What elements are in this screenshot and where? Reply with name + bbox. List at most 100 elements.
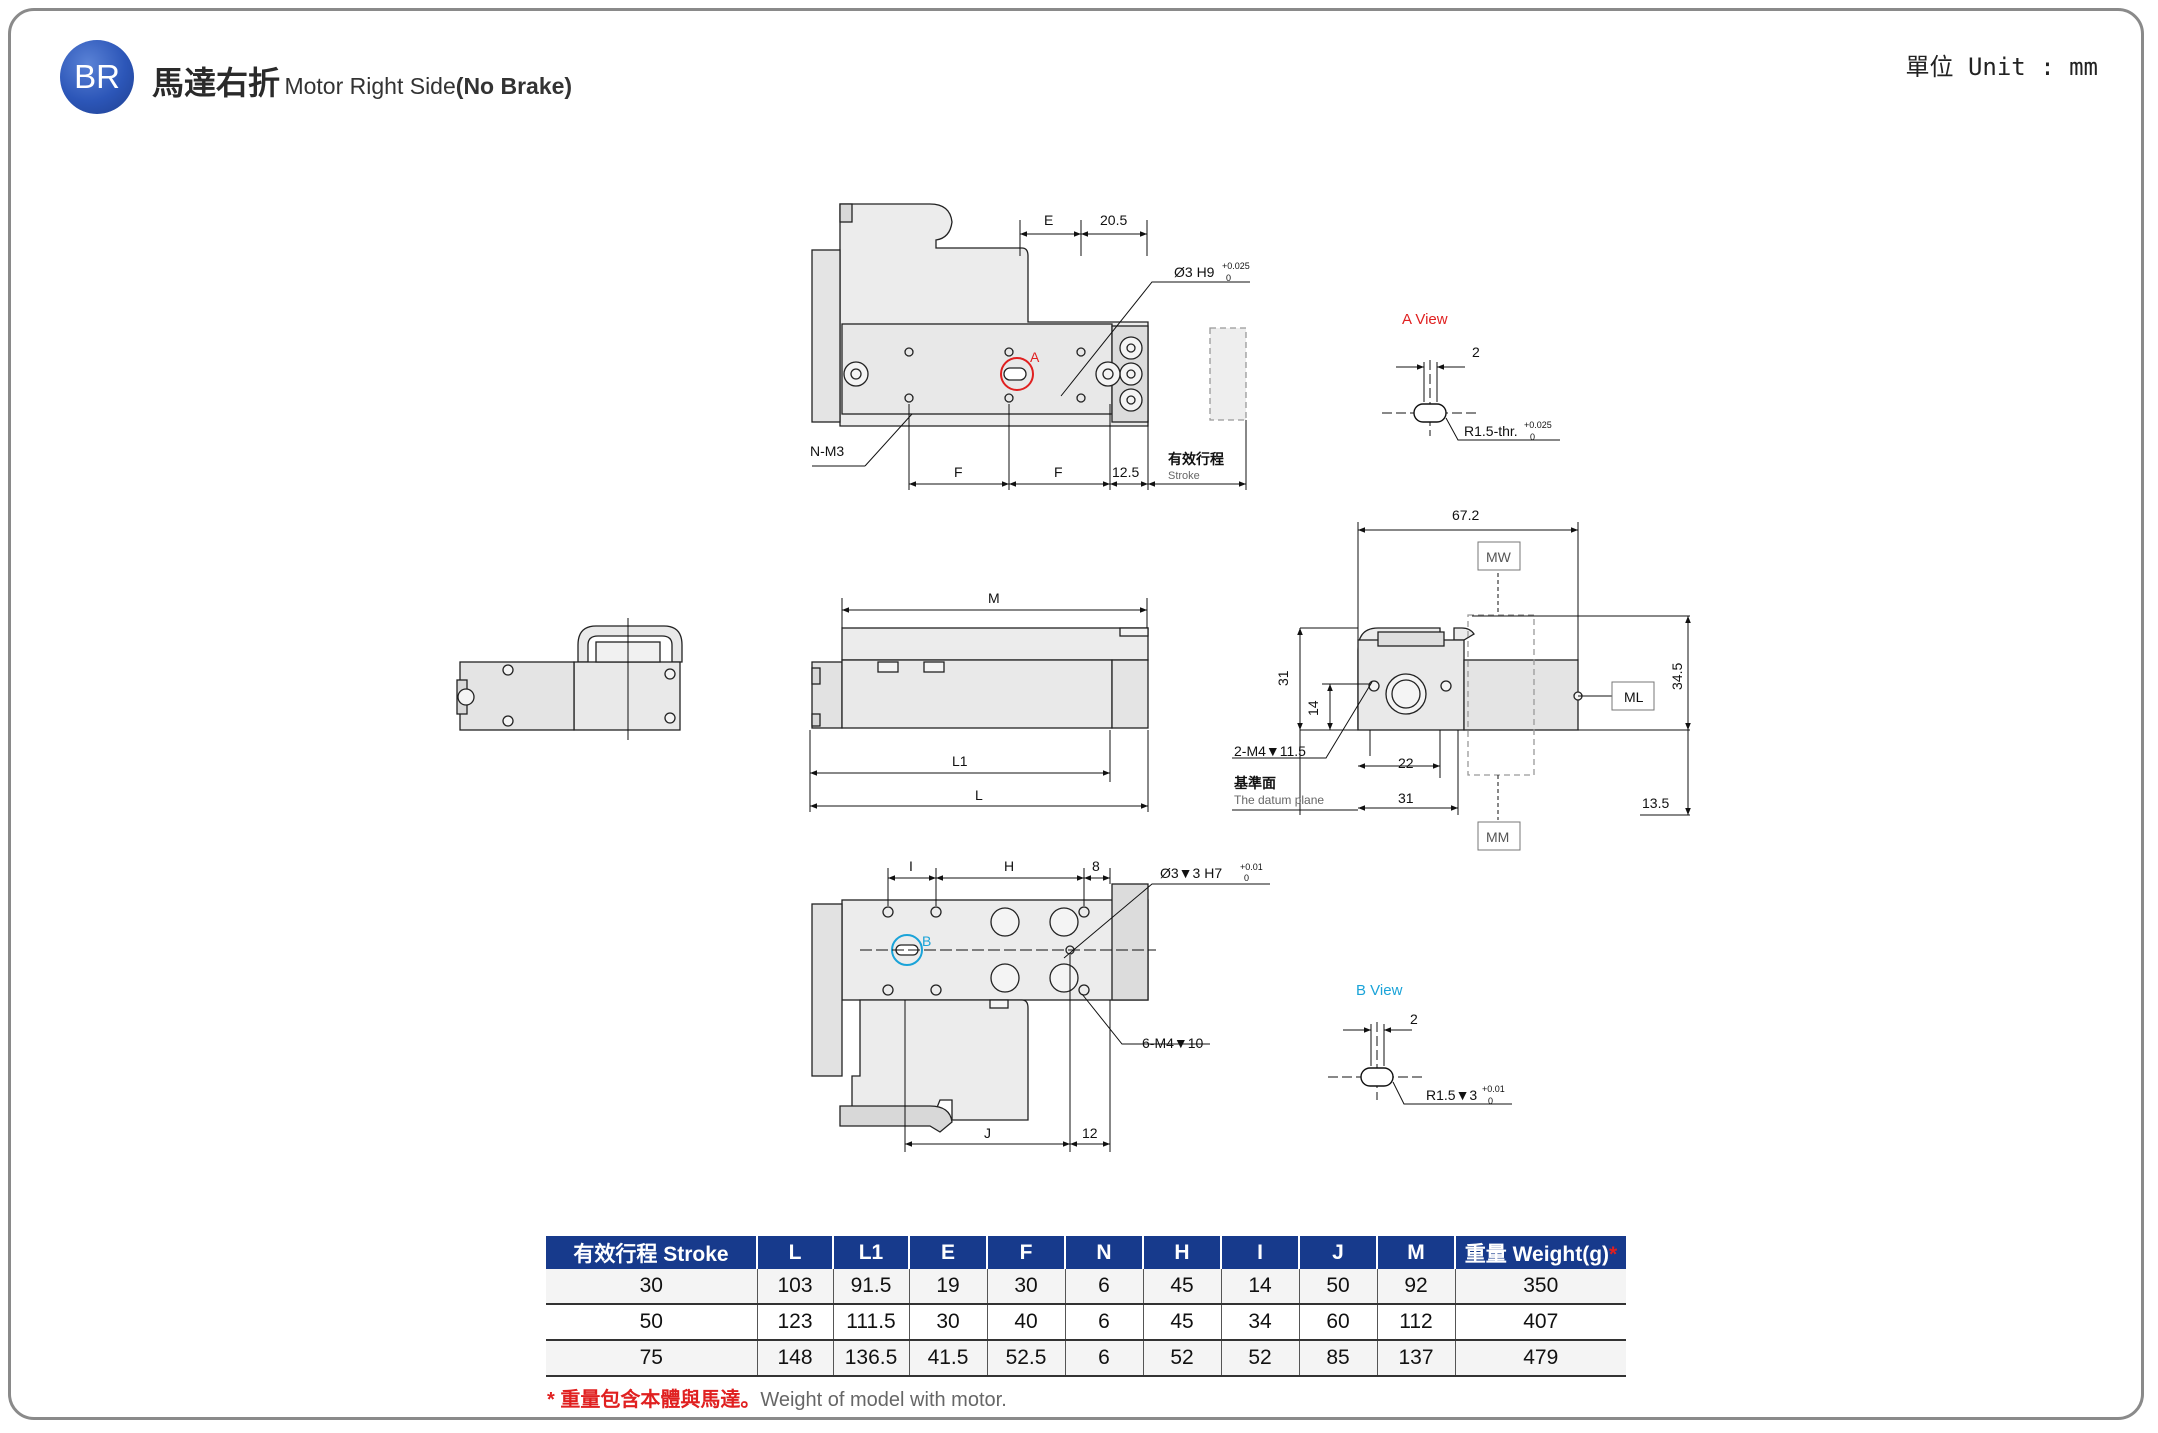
svg-text:Stroke: Stroke: [1168, 470, 1200, 482]
table-cell: 350: [1454, 1269, 1626, 1305]
table-cell: 30: [986, 1269, 1065, 1305]
a-view: A View 2 R1.5-thr. +0.025 0: [1382, 311, 1560, 442]
svg-text:13.5: 13.5: [1642, 795, 1669, 811]
table-cell: 136.5: [832, 1340, 909, 1377]
table-cell: 14: [1220, 1269, 1299, 1305]
th-weight: 重量 Weight(g)*: [1454, 1236, 1626, 1269]
th-stroke: 有效行程 Stroke: [546, 1236, 757, 1269]
end-view-labels: 67.2 MW ML MM 31 14 34.5 2-M4▼11.5 基準面 T…: [1234, 507, 1685, 845]
bottom-view-dims: [860, 868, 1270, 1152]
svg-text:B View: B View: [1356, 982, 1403, 999]
table-cell: 50: [546, 1304, 757, 1341]
side-view-dims: [809, 598, 1149, 812]
spec-table-header: 有效行程 Stroke L L1 E F N H I J M 重量 Weight…: [546, 1236, 1626, 1269]
th-n: N: [1064, 1236, 1143, 1269]
table-cell: 52: [1220, 1340, 1299, 1377]
svg-text:12.5: 12.5: [1112, 464, 1139, 480]
table-cell: 148: [756, 1340, 833, 1377]
svg-text:22: 22: [1398, 755, 1414, 771]
svg-text:B: B: [922, 933, 931, 949]
table-cell: 91.5: [832, 1269, 909, 1305]
svg-text:0: 0: [1530, 432, 1535, 442]
th-h: H: [1142, 1236, 1221, 1269]
table-cell: 41.5: [908, 1340, 987, 1377]
svg-text:M: M: [988, 590, 1000, 606]
left-end-view: [456, 618, 683, 740]
svg-text:6-M4▼10: 6-M4▼10: [1142, 1035, 1204, 1051]
unit-label: 單位 Unit : mm: [1905, 53, 2099, 81]
svg-text:E: E: [1044, 212, 1053, 228]
svg-text:20.5: 20.5: [1100, 212, 1127, 228]
th-j: J: [1298, 1236, 1377, 1269]
table-cell: 60: [1298, 1304, 1377, 1341]
svg-text:0: 0: [1226, 273, 1231, 283]
svg-text:基準面: 基準面: [1234, 775, 1276, 791]
th-l1: L1: [832, 1236, 909, 1269]
svg-text:31: 31: [1398, 790, 1414, 806]
svg-text:12: 12: [1082, 1125, 1098, 1141]
th-f: F: [986, 1236, 1065, 1269]
table-cell: 75: [546, 1340, 757, 1377]
svg-text:F: F: [1054, 464, 1063, 480]
table-cell: 19: [908, 1269, 987, 1305]
table-cell: 52.5: [986, 1340, 1065, 1377]
svg-text:F: F: [954, 464, 963, 480]
svg-text:MM: MM: [1486, 829, 1509, 845]
table-row: 50 123 111.5 30 40 6 45 34 60 112 407: [546, 1304, 1626, 1341]
end-view-dims: [1232, 522, 1691, 851]
title-en: Motor Right Side: [284, 73, 456, 99]
table-row: 30 103 91.5 19 30 6 45 14 50 92 350: [546, 1269, 1626, 1305]
table-cell: 52: [1142, 1340, 1221, 1377]
th-m: M: [1376, 1236, 1455, 1269]
svg-text:2: 2: [1472, 344, 1480, 360]
table-cell: 123: [756, 1304, 833, 1341]
svg-text:有效行程: 有效行程: [1168, 451, 1224, 467]
svg-text:+0.01: +0.01: [1482, 1084, 1505, 1094]
spec-table: 有效行程 Stroke L L1 E F N H I J M 重量 Weight…: [546, 1236, 1626, 1377]
title-zh: 馬達右折: [152, 65, 281, 101]
table-cell: 407: [1454, 1304, 1626, 1341]
svg-text:0: 0: [1488, 1096, 1493, 1106]
title-en-bold: (No Brake): [455, 73, 573, 99]
svg-text:2-M4▼11.5: 2-M4▼11.5: [1234, 743, 1306, 759]
svg-text:N-M3: N-M3: [810, 443, 844, 459]
svg-text:A View: A View: [1402, 311, 1448, 328]
table-cell: 45: [1142, 1304, 1221, 1341]
side-view: [811, 627, 1149, 729]
th-e: E: [908, 1236, 987, 1269]
table-cell: 112: [1376, 1304, 1455, 1341]
table-cell: 30: [546, 1269, 757, 1305]
svg-text:+0.025: +0.025: [1222, 261, 1250, 271]
svg-text:0: 0: [1244, 873, 1249, 883]
table-cell: 50: [1298, 1269, 1377, 1305]
svg-text:L1: L1: [952, 753, 968, 769]
svg-text:+0.025: +0.025: [1524, 420, 1552, 430]
svg-text:+0.01: +0.01: [1240, 862, 1263, 872]
svg-text:Ø3 H9: Ø3 H9: [1174, 264, 1215, 280]
table-cell: 6: [1064, 1304, 1143, 1341]
top-view-labels: E 20.5 Ø3 H9 +0.025 0 A N-M3 F F 12.5 有效…: [810, 212, 1250, 482]
end-view: [1357, 614, 1583, 776]
svg-text:R1.5-thr.: R1.5-thr.: [1464, 423, 1518, 439]
svg-text:I: I: [909, 858, 913, 874]
svg-text:2: 2: [1410, 1011, 1418, 1027]
bottom-view: [811, 883, 1149, 1133]
table-cell: 103: [756, 1269, 833, 1305]
table-row: 75 148 136.5 41.5 52.5 6 52 52 85 137 47…: [546, 1340, 1626, 1377]
table-cell: 6: [1064, 1269, 1143, 1305]
svg-text:14: 14: [1305, 700, 1321, 716]
page-title: 馬達右折 Motor Right Side(No Brake): [152, 58, 572, 104]
table-cell: 45: [1142, 1269, 1221, 1305]
page-frame: [8, 8, 2144, 1420]
model-badge: BR: [60, 40, 134, 114]
table-cell: 30: [908, 1304, 987, 1341]
svg-text:Ø3▼3 H7: Ø3▼3 H7: [1160, 865, 1222, 881]
svg-text:67.2: 67.2: [1452, 507, 1479, 523]
header-star: *: [1609, 1242, 1618, 1266]
svg-text:34.5: 34.5: [1669, 663, 1685, 690]
table-cell: 92: [1376, 1269, 1455, 1305]
table-cell: 479: [1454, 1340, 1626, 1377]
footnote: * 重量包含本體與馬達。Weight of model with motor.: [547, 1383, 1007, 1412]
table-cell: 6: [1064, 1340, 1143, 1377]
bottom-view-labels: I H 8 Ø3▼3 H7 +0.01 0 B 6-M4▼10 J 12: [909, 858, 1263, 1141]
